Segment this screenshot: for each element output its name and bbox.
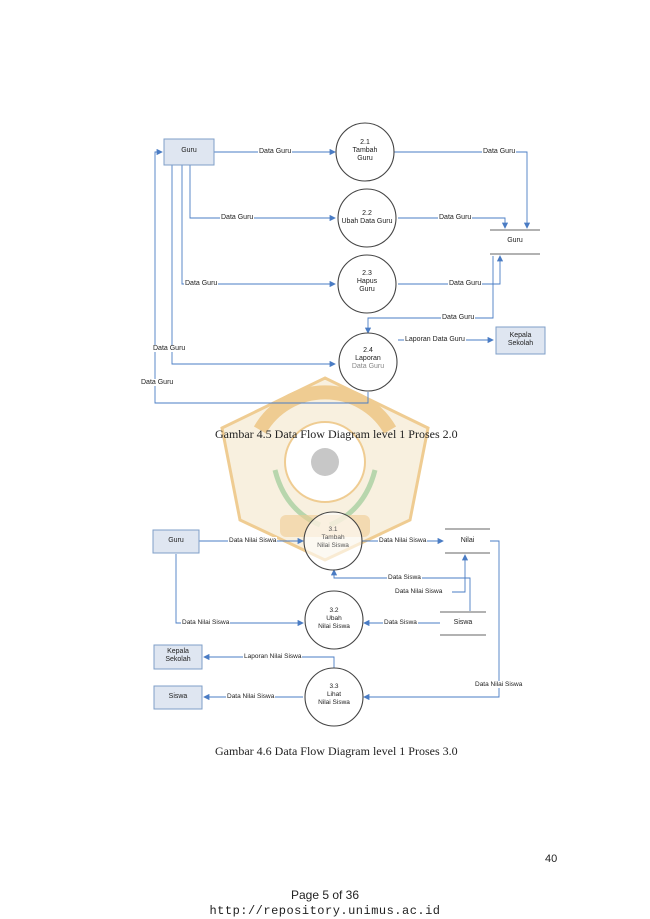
- flow-label-guru-2-2: Data Guru: [220, 214, 255, 221]
- entity-guru-2-box: [152, 529, 200, 554]
- process-2-3-line2: Guru: [359, 286, 375, 293]
- entity-kepala-line1: Kepala: [509, 332, 532, 339]
- process-2-1-line1: Tambah: [352, 147, 378, 154]
- flow-guru-to-2-2: [189, 165, 336, 222]
- flow-label-store-siswa-3-2: Data Siswa: [383, 619, 418, 626]
- footer-page-indicator: Page 5 of 36: [290, 888, 360, 902]
- flow-label-2-1-store: Data Guru: [482, 148, 517, 155]
- process-3-1-line2: Nilai Siswa: [317, 542, 349, 549]
- process-2-1-line2: Guru: [357, 155, 373, 162]
- process-2-4-label: 2.4 Laporan Data Guru: [339, 347, 397, 371]
- process-3-3-circle: [304, 667, 364, 727]
- flow-guru-to-3-2: [175, 554, 304, 627]
- flow-label-3-3-kepala: Laporan Nilai Siswa: [243, 653, 303, 660]
- process-3-2-line1: Ubah: [326, 615, 342, 622]
- flow-label-guru-2-3: Data Guru: [184, 280, 219, 287]
- flow-2-4-to-guru: [154, 148, 369, 404]
- process-2-4-circle: [338, 332, 398, 392]
- flow-label-2-3-store: Data Guru: [448, 280, 483, 287]
- process-2-4-id: 2.4: [363, 347, 373, 354]
- flow-label-nilai-3-3: Data Nilai Siswa: [474, 681, 524, 688]
- entity-kepala-2-label: Kepala Sekolah: [154, 648, 202, 664]
- flow-label-guru-3-1: Data Nilai Siswa: [228, 537, 278, 544]
- flow-label-guru-2-4: Data Guru: [152, 345, 187, 352]
- store-siswa-label: Siswa: [453, 619, 473, 626]
- entity-kepala-2-line1: Kepala: [167, 648, 189, 655]
- flow-2-1-to-store: [392, 151, 531, 229]
- flow-guru-to-2-4: [171, 165, 336, 368]
- process-2-1-label: 2.1 Tambah Guru: [336, 139, 394, 163]
- process-3-3-line1: Lihat: [326, 691, 342, 698]
- process-3-2-line2: Nilai Siswa: [318, 623, 350, 630]
- process-2-4-line2: Data Guru: [351, 363, 385, 370]
- entity-siswa-label: Siswa: [168, 693, 188, 700]
- flow-label-guru-2-1: Data Guru: [258, 148, 293, 155]
- flow-label-3-3-siswa: Data Nilai Siswa: [226, 693, 276, 700]
- process-3-2-circle: [304, 590, 364, 650]
- flow-2-3-to-store: [398, 255, 504, 285]
- process-2-2-label: 2.2 Ubah Data Guru: [336, 210, 398, 226]
- flow-store-to-2-4: [364, 256, 494, 334]
- process-2-3-id: 2.3: [362, 270, 372, 277]
- flow-label-2-4-kepala: Laporan Data Guru: [404, 336, 466, 343]
- process-2-3-circle: [337, 254, 397, 314]
- store-nilai-label: Nilai: [460, 537, 475, 544]
- process-3-1-circle: [303, 511, 363, 571]
- flow-label-2-2-store: Data Guru: [438, 214, 473, 221]
- diagram-1-caption: Gambar 4.5 Data Flow Diagram level 1 Pro…: [215, 427, 458, 441]
- entity-guru-2-label: Guru: [168, 537, 184, 544]
- process-2-2-line1: Ubah Data Guru: [341, 218, 393, 225]
- flow-label-3-1-nilai: Data Nilai Siswa: [378, 537, 428, 544]
- entity-guru-box: [163, 138, 215, 166]
- process-2-2-circle: [337, 188, 397, 248]
- diagram-2-caption: Gambar 4.6 Data Flow Diagram level 1 Pro…: [215, 744, 458, 758]
- entity-kepala-label: Kepala Sekolah: [496, 332, 545, 348]
- process-2-3-line1: Hapus: [356, 278, 378, 285]
- entity-kepala-2-line2: Sekolah: [165, 656, 191, 663]
- flow-2-2-to-store: [398, 217, 509, 229]
- process-2-4-line1: Laporan: [355, 355, 381, 362]
- flow-label-store-2-4: Data Guru: [441, 314, 476, 321]
- flow-label-guru-3-2: Data Nilai Siswa: [181, 619, 231, 626]
- process-2-1-circle: [335, 122, 395, 182]
- footer-url[interactable]: http://repository.unimus.ac.id: [209, 904, 441, 918]
- process-3-3-id: 3.3: [329, 683, 339, 690]
- process-2-2-id: 2.2: [362, 210, 372, 217]
- page-number: 40: [545, 853, 558, 865]
- flow-3-2-to-nilai: [452, 554, 469, 593]
- flow-guru-to-2-3: [181, 165, 336, 288]
- flow-label-3-2-nilai: Data Nilai Siswa: [394, 588, 444, 595]
- entity-guru-label: Guru: [181, 147, 197, 154]
- flow-label-2-4-guru: Data Guru: [140, 379, 175, 386]
- entity-kepala-sekolah-2-box: [153, 644, 203, 670]
- process-3-2-id: 3.2: [329, 607, 339, 614]
- flow-label-siswa-3-1: Data Siswa: [387, 574, 422, 581]
- store-guru-label: Guru: [507, 237, 523, 244]
- entity-kepala-sekolah-box: [495, 326, 546, 355]
- entity-kepala-line2: Sekolah: [507, 340, 534, 347]
- process-3-1-label: 3.1 Tambah Nilai Siswa: [304, 526, 362, 550]
- process-3-3-line2: Nilai Siswa: [318, 699, 350, 706]
- flow-nilai-to-3-3: [363, 540, 500, 701]
- process-2-3-label: 2.3 Hapus Guru: [338, 270, 396, 294]
- process-3-2-label: 3.2 Ubah Nilai Siswa: [305, 607, 363, 631]
- process-3-3-label: 3.3 Lihat Nilai Siswa: [305, 683, 363, 707]
- process-2-1-id: 2.1: [360, 139, 370, 146]
- process-3-1-id: 3.1: [328, 526, 338, 533]
- process-3-1-line1: Tambah: [321, 534, 345, 541]
- entity-siswa-box: [153, 685, 203, 710]
